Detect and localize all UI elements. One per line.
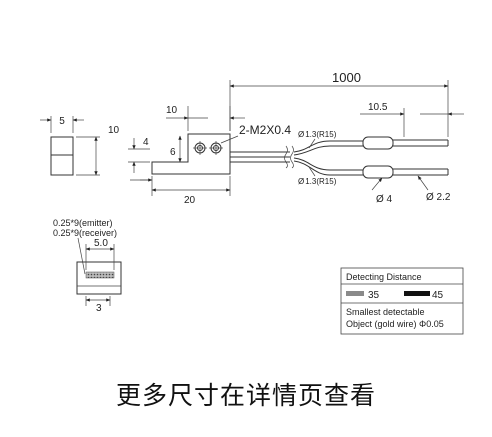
body-length-label: 20 [184,195,196,206]
fiber-cables: Ø1.3(R15) Ø1.3(R15) 1000 10.5 Ø 4 Ø 2.2 [229,70,464,205]
distance-value-gray: 35 [368,290,380,301]
receiver-note: 0.25*9(receiver) [53,228,117,238]
upper-sleeve [362,136,394,150]
bend-lower-label: Ø1.3(R15) [298,177,337,186]
spec-box: Detecting Distance 35 45 Smallest detect… [340,267,464,335]
side-view: 5 10 [40,116,120,176]
footer-note: 更多尺寸在详情页查看 [115,381,376,410]
fiber-dia-label: Ø 2.2 [426,192,451,203]
smallest-label: Smallest detectable [346,307,425,317]
lower-sleeve [362,165,394,179]
bend-upper-label: Ø1.3(R15) [298,130,337,139]
side-width-label: 5 [59,116,65,127]
slot-height-label: 6 [170,147,176,158]
lens-array [85,271,115,279]
spec-title: Detecting Distance [346,272,422,282]
spec-box-frame [340,267,464,335]
lens-face-view: 0.25*9(emitter) 0.25*9(receiver) 5.0 3 [53,218,122,314]
lens-face-body [76,261,122,295]
side-height-label: 10 [108,125,120,136]
screw-hole-right [209,141,223,155]
screw-hole-left [193,141,207,155]
slot-depth-label: 4 [143,137,149,148]
side-view-body [50,136,74,176]
face-width-label: 5.0 [94,238,108,249]
sleeve-dia-label: Ø 4 [376,194,393,205]
body-top-width-label: 10 [166,105,178,116]
sensor-body: 10 4 6 20 2-M2X0.4 [128,105,291,206]
screw-spec-label: 2-M2X0.4 [239,123,291,137]
sensor-body-outline [151,133,231,175]
distance-bar-gray [346,291,364,296]
emitter-note: 0.25*9(emitter) [53,218,113,228]
face-gap-label: 3 [96,303,102,314]
cable-length-label: 1000 [332,70,361,85]
distance-bar-black [404,291,430,296]
tip-length-label: 10.5 [368,102,388,113]
distance-value-black: 45 [432,290,444,301]
object-label: Object (gold wire) Φ0.05 [346,319,444,329]
